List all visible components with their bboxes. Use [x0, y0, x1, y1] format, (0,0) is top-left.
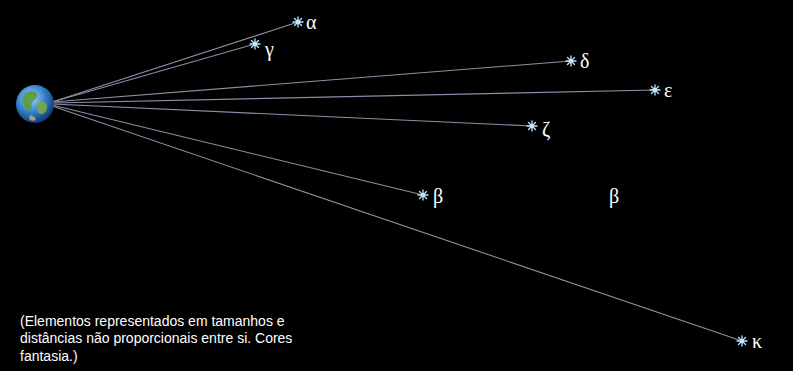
sight-line [52, 61, 571, 102]
star-ray [420, 192, 427, 199]
star-ray [739, 338, 746, 345]
star-ray [252, 41, 259, 48]
sight-line [52, 44, 255, 102]
star-ray [529, 123, 536, 130]
star-ray [739, 338, 746, 345]
star-label: ε [664, 80, 672, 100]
sight-line [52, 90, 655, 103]
sight-lines [52, 22, 742, 341]
star-ray [252, 41, 259, 48]
star-symbol [737, 336, 747, 346]
earth-land [37, 101, 47, 114]
earth-land [29, 115, 36, 121]
earth-globe [16, 85, 54, 123]
star-ray [295, 19, 302, 26]
earth [16, 85, 54, 123]
star-ray [295, 19, 302, 26]
star-ray [529, 123, 536, 130]
star-label: β [609, 186, 619, 206]
star-label: α [306, 12, 316, 32]
star-label: κ [752, 331, 762, 351]
star-label: ζ [542, 119, 550, 139]
star-ray [568, 58, 575, 65]
star-symbol [250, 39, 260, 49]
earth-land [23, 91, 38, 110]
star-label: γ [265, 39, 274, 59]
star-symbol [566, 56, 576, 66]
stars [250, 17, 747, 346]
star-ray [652, 87, 659, 94]
sight-line [52, 105, 423, 195]
star-symbol [650, 85, 660, 95]
caption-note: (Elementos representados em tamanhos e d… [20, 313, 320, 366]
star-label: β [433, 186, 443, 206]
star-ray [652, 87, 659, 94]
star-ray [568, 58, 575, 65]
star-symbol [293, 17, 303, 27]
sight-line [52, 106, 742, 341]
star-label: δ [580, 51, 589, 71]
star-ray [420, 192, 427, 199]
star-symbol [527, 121, 537, 131]
sight-line [52, 22, 298, 102]
star-symbol [418, 190, 428, 200]
